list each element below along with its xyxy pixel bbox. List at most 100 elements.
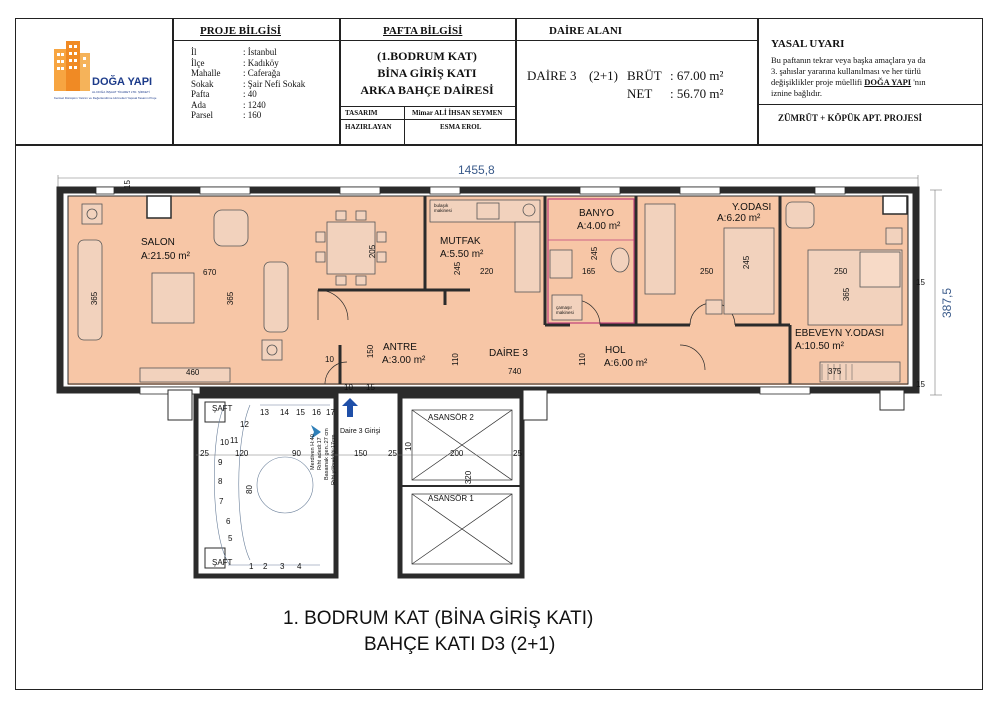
room-yodasi-area: A:6.20 m² <box>717 213 761 224</box>
dim-80: 80 <box>244 485 254 494</box>
stair-step-number: 15 <box>296 408 305 417</box>
stair-step-number: 3 <box>280 562 285 571</box>
header-divider-3 <box>515 18 517 145</box>
dim-25a: 25 <box>200 449 209 458</box>
dim-460: 460 <box>186 368 200 377</box>
pafta-rule-3 <box>404 106 405 145</box>
company-logo: DOĞA YAPI AL DOĞA İNŞAAT TİCARET LTD. Şİ… <box>40 35 160 105</box>
room-hol-name: HOL <box>605 345 626 356</box>
project-name: ZÜMRÜT + KÖPÜK APT. PROJESİ <box>778 113 923 123</box>
brut-value: : 67.00 m² <box>670 68 724 83</box>
dim-670: 670 <box>203 268 217 277</box>
proje-row-key: İl <box>191 47 197 57</box>
pafta-line-1: (1.BODRUM KAT) <box>377 49 477 63</box>
entrance-label: Daire 3 Girişi <box>340 428 381 435</box>
yasal-text-4: iznine bağlıdır. <box>771 88 822 98</box>
proje-row-key: İlçe <box>191 57 205 68</box>
dim-25c: 25 <box>388 449 397 458</box>
room-antre-name: ANTRE <box>383 342 417 353</box>
dim-90: 90 <box>292 449 301 458</box>
yasal-text-1: Bu paftanın tekrar veya başka amaçlara y… <box>771 55 926 65</box>
plan-title-line-2: BAHÇE KATI D3 (2+1) <box>364 634 556 655</box>
header-divider-4 <box>757 18 759 145</box>
daire-number: DAİRE 3 <box>527 68 577 83</box>
washing-machine-label: çamaşır makinesi <box>556 305 574 315</box>
dim-250b: 250 <box>834 267 848 276</box>
elevator-1-label: ASANSÖR 1 <box>428 494 474 503</box>
dim-165: 165 <box>582 267 596 276</box>
stair-note-2: Rıht adedi:17 <box>317 437 323 470</box>
proje-row-key: Mahalle <box>191 68 221 78</box>
dim-10b: 10 <box>344 383 353 392</box>
room-salon-name: SALON <box>141 237 175 248</box>
pafta-bilgisi-title: PAFTA BİLGİSİ <box>383 25 463 37</box>
pafta-line-2: BİNA GİRİŞ KATI <box>377 66 477 80</box>
stair-step-number: 7 <box>219 497 224 506</box>
dim-200: 200 <box>450 449 464 458</box>
net-label: NET <box>627 86 653 101</box>
room-hol-area: A:6.00 m² <box>604 358 648 369</box>
proje-row-value: : 40 <box>243 89 257 99</box>
stair-step-number: 2 <box>263 562 268 571</box>
saft-bottom-label: ŞAFT <box>212 558 233 567</box>
room-yodasi-name: Y.ODASI <box>732 202 772 213</box>
dim-220: 220 <box>480 267 494 276</box>
tasarim-label: TASARIM <box>345 109 378 117</box>
dim-15b: 15 <box>916 278 925 287</box>
yasal-rule <box>757 104 983 105</box>
proje-row-value: : Kadıköy <box>243 57 279 68</box>
dim-205: 205 <box>368 244 378 259</box>
stair-step-number: 11 <box>230 436 239 445</box>
dim-120: 120 <box>235 449 249 458</box>
daire-type: (2+1) <box>589 68 618 83</box>
dim-110a: 110 <box>450 353 460 366</box>
yasal-uyari-title: YASAL UYARI <box>771 38 845 50</box>
pafta-rule-1 <box>339 106 515 107</box>
dim-245c: 245 <box>742 255 752 270</box>
proje-row-value: : İstanbul <box>243 47 277 57</box>
stair-note-1: Merdiven H:40 <box>310 434 316 470</box>
room-mutfak-area: A:5.50 m² <box>440 249 484 260</box>
net-value: : 56.70 m² <box>670 86 724 101</box>
proje-row-key: Sokak <box>191 78 214 89</box>
building-logo-icon <box>54 41 90 91</box>
dishwasher-label: bulaşık makinesi <box>434 203 452 213</box>
header-bottom-rule <box>15 144 983 146</box>
header-divider-2 <box>339 18 341 145</box>
room-salon-area: A:21.50 m² <box>141 251 190 262</box>
stair-step-number: 10 <box>220 438 229 447</box>
stair-step-number: 13 <box>260 408 269 417</box>
stair-step-number: 9 <box>218 458 223 467</box>
dim-740: 740 <box>508 367 522 376</box>
dim-245a: 245 <box>453 261 463 276</box>
dim-245b: 245 <box>590 246 600 261</box>
dim-365a: 365 <box>90 291 100 306</box>
proje-bilgisi-title: PROJE BİLGİSİ <box>200 25 281 37</box>
room-mutfak-name: MUTFAK <box>440 236 481 247</box>
stair-step-number: 4 <box>297 562 302 571</box>
logo-name: DOĞA YAPI <box>92 76 153 88</box>
dim-15d: 15 <box>366 383 375 392</box>
stair-step-number: 5 <box>228 534 233 543</box>
logo-tagline-2: Kentsel Dönüşüm Yatırım ve Değerlendirme… <box>54 96 157 100</box>
proje-row-key: Pafta <box>191 89 210 99</box>
overall-depth-dim: 387,5 <box>940 287 954 318</box>
stair-note-3: Basamak gen.:27 cm <box>324 428 330 480</box>
pafta-line-3: ARKA BAHÇE DAİRESİ <box>360 83 494 97</box>
room-antre-area: A:3.00 m² <box>382 355 426 366</box>
elevator-2-label: ASANSÖR 2 <box>428 413 474 422</box>
plan-title-line-1: 1. BODRUM KAT (BİNA GİRİŞ KATI) <box>283 608 594 629</box>
yasal-text-2: 3. şahıslar yararına kullanılması ve her… <box>771 66 921 76</box>
dim-15c: 15 <box>916 380 925 389</box>
yasal-text-3c: 'nın <box>911 77 926 87</box>
hazirlayan-value: ESMA EROL <box>440 123 482 131</box>
daire-alani-title: DAİRE ALANI <box>549 25 623 37</box>
dim-10c: 10 <box>403 442 413 451</box>
stair-step-number: 14 <box>280 408 289 417</box>
room-banyo-name: BANYO <box>579 208 615 219</box>
pafta-rule-2 <box>339 119 515 120</box>
brut-label: BRÜT <box>627 68 662 83</box>
stair-step-number: 17 <box>326 408 335 417</box>
room-banyo-area: A:4.00 m² <box>577 221 621 232</box>
